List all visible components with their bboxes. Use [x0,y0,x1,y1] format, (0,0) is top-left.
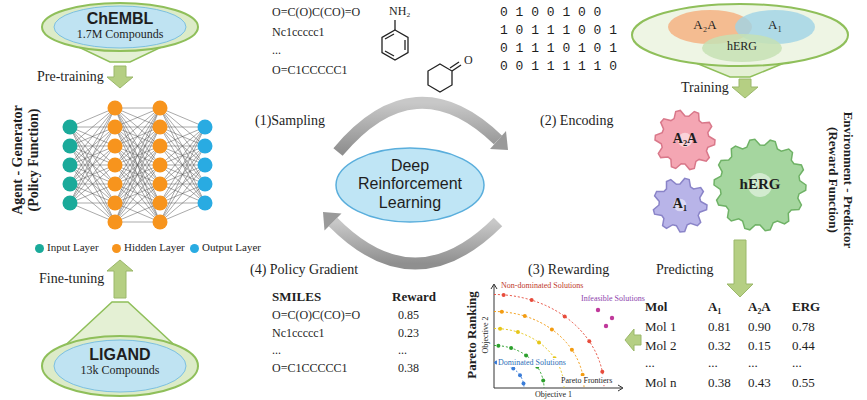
node-text: Environment - Predictor (Reward Function… [825,95,855,265]
block-arrow [732,79,758,98]
label: Objective 2 [481,316,490,353]
arrow-head [323,212,342,230]
label: Infeasible Solutions [580,294,646,303]
label: ... [708,356,718,371]
label: A₂A [748,300,771,315]
label: 0.43 [748,376,771,391]
label: O=C(O)C(CO)=O [272,309,360,323]
label: 0 1 1 1 0 1 0 1 [500,42,617,57]
label: O=C(O)C(CO)=O [272,6,360,20]
node-outline [10,90,225,258]
label: 0 1 0 0 1 0 0 [500,6,601,21]
label: 0.44 [792,339,815,354]
label: A₁ [708,300,721,315]
label: Dominated Solutions [497,358,567,367]
label: (1)Sampling [255,113,325,129]
label: Reward [392,290,436,305]
label: 0 0 1 1 1 1 1 0 [500,60,617,75]
node-text: A₁ [650,196,710,212]
node-shape: Agent - Generator (Policy Function) [10,90,225,258]
block-arrow [625,329,641,351]
pareto-curves [494,293,614,388]
legend-text: Output Layer [202,241,261,254]
label: O=C1CCCCC1 [272,64,347,78]
label: (4) Policy Gradient [250,262,358,278]
label: (3) Rewarding [528,262,609,278]
cyclohexanone-structure [428,62,461,92]
node-text: 1.7M Compounds [40,28,200,42]
label: 0.32 [708,339,731,354]
node-shape: ChEMBL1.7M Compounds [40,2,200,64]
label: 0.15 [748,339,771,354]
label: Pareto Ranking [465,291,480,379]
node-text: A₂A [655,131,715,147]
node-text: A₂A [685,18,725,33]
label: Pareto Frontiers [560,376,613,385]
label: SMILES [272,290,321,305]
cycle-arrow [333,222,498,264]
label: ERG [792,300,820,315]
node-shape: Deep Reinforcement Learning [335,147,485,223]
label: (2) Encoding [540,113,613,129]
label: Nc1ccccc1 [272,327,325,341]
node-text: hERG [712,40,772,54]
aniline-structure [382,20,408,60]
cycle-arrow [338,103,498,152]
label: Objective 1 [535,390,572,399]
block-arrow [107,66,133,88]
label: 0.85 [398,309,419,323]
legend-text: Hidden Layer [124,241,185,254]
legend-swatch [190,244,199,253]
block-arrow [107,260,133,298]
label: O [464,54,473,68]
node-text: 13k Compounds [40,364,200,378]
label: ... [272,344,281,358]
label: NH₂ [389,5,411,19]
label: 0.78 [792,320,815,335]
node-text: A₁ [760,18,790,33]
node-shape: LIGAND13k Compounds [40,300,200,398]
label: ... [792,356,802,371]
node-text: Agent - Generator (Policy Function) [10,85,42,235]
label: Mol [645,300,667,315]
label: Nc1ccccc1 [272,26,325,40]
legend-text: Input Layer [47,241,99,254]
node-outline [640,100,855,250]
node-text: LIGAND [40,346,200,364]
node-text: ChEMBL [40,10,200,28]
label: 0.23 [398,327,419,341]
label: ... [398,344,407,358]
block-arrow [727,240,753,297]
edge-label: Pre-training [37,69,104,85]
label: 1 0 1 1 1 0 0 1 [500,24,617,39]
label: Mol 1 [645,320,676,335]
label: ... [645,356,655,371]
label: Mol 2 [645,339,676,354]
label: 0.38 [708,376,731,391]
label: ... [272,44,281,58]
label: 0.90 [748,320,771,335]
edge-label: Training [681,80,729,96]
label: Mol n [645,376,676,391]
arrow-head [490,131,508,150]
node-text: hERG [725,176,795,193]
label: ... [748,356,758,371]
node-text: Deep Reinforcement Learning [350,157,470,212]
legend-swatch [112,244,121,253]
label: 0.55 [792,376,815,391]
label: Predicting [656,262,714,278]
label: Non-dominated Solutions [500,281,584,290]
label: O=C1CCCCC1 [272,362,347,376]
label: 0.81 [708,320,731,335]
node-shape: Environment - Predictor (Reward Function… [640,100,855,250]
label: 0.38 [398,362,419,376]
node-shape: A₂A A₁ hERG [630,2,850,77]
edge-label: Fine-tuning [39,271,104,287]
legend-swatch [35,244,44,253]
